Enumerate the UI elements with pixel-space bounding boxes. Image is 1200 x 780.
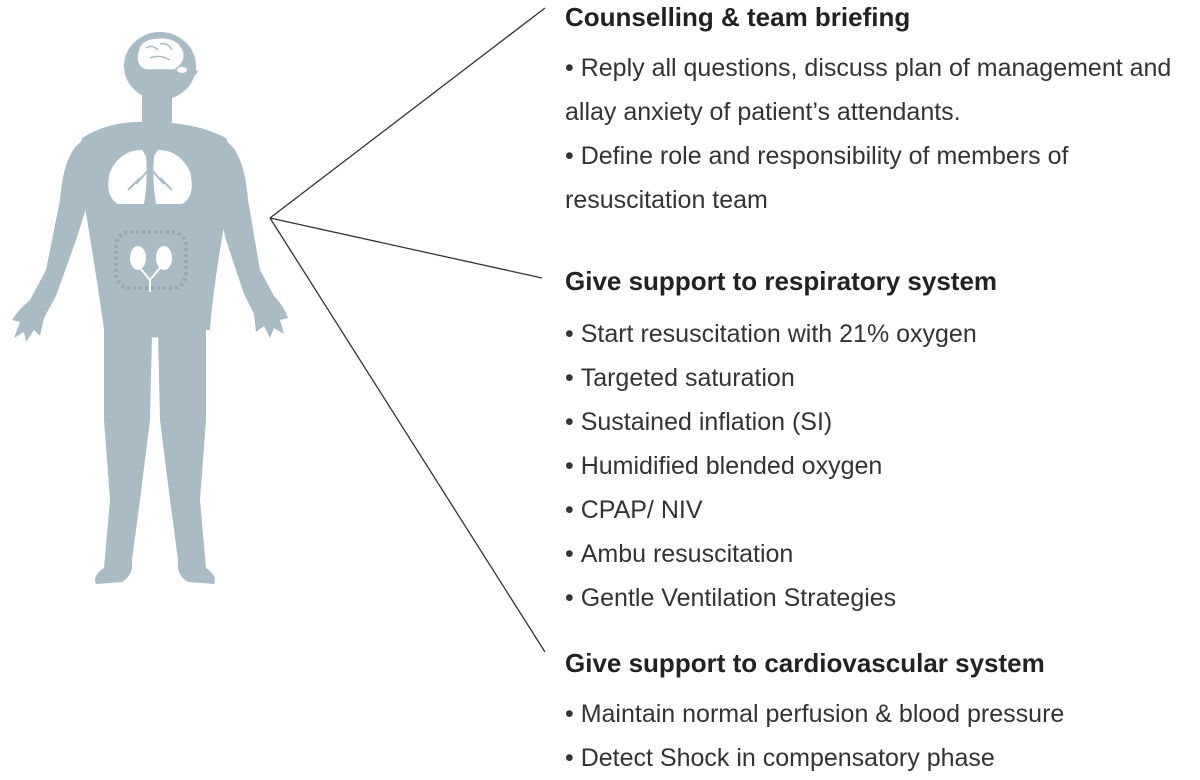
list-item: Targeted saturation: [565, 356, 1195, 400]
list-item: Start resuscitation with 21% oxygen: [565, 312, 1195, 356]
list-item: Ambu resuscitation: [565, 532, 1195, 576]
section-cardiovascular: Give support to cardiovascular system Ma…: [565, 648, 1195, 780]
list-item: Define role and responsibility of member…: [565, 134, 1195, 178]
section-counselling: Counselling & team briefing Reply all qu…: [565, 2, 1195, 222]
left-kidney-icon: [130, 246, 146, 270]
section-heading: Give support to respiratory system: [565, 266, 998, 296]
eye-icon: [177, 67, 187, 73]
list-item: Reply all questions, discuss plan of man…: [565, 46, 1195, 90]
list-item-continuation: allay anxiety of patient’s attendants.: [565, 98, 961, 126]
list-item: Sustained inflation (SI): [565, 400, 1195, 444]
list-item: Humidified blended oxygen: [565, 444, 1195, 488]
left-lung-icon: [108, 150, 147, 204]
list-item: CPAP/ NIV: [565, 488, 1195, 532]
list-item: Maintain normal perfusion & blood pressu…: [565, 692, 1195, 736]
right-lung-icon: [153, 150, 192, 204]
right-kidney-icon: [156, 246, 172, 270]
human-body-figure: [12, 32, 288, 584]
body-silhouette: [12, 32, 288, 584]
connector-respiratory: [269, 217, 543, 279]
brain-icon: [136, 37, 186, 71]
connector-cardio: [269, 217, 546, 653]
list-item: Gentle Ventilation Strategies: [565, 576, 1195, 620]
list-item-continuation: resuscitation team: [565, 186, 768, 214]
connector-counselling: [269, 7, 546, 219]
section-heading: Counselling & team briefing: [565, 2, 911, 32]
section-heading: Give support to cardiovascular system: [565, 648, 1045, 678]
list-item: Detect Shock in compensatory phase: [565, 736, 1195, 780]
section-respiratory: Give support to respiratory system Start…: [565, 266, 1195, 620]
organs: [108, 37, 192, 292]
